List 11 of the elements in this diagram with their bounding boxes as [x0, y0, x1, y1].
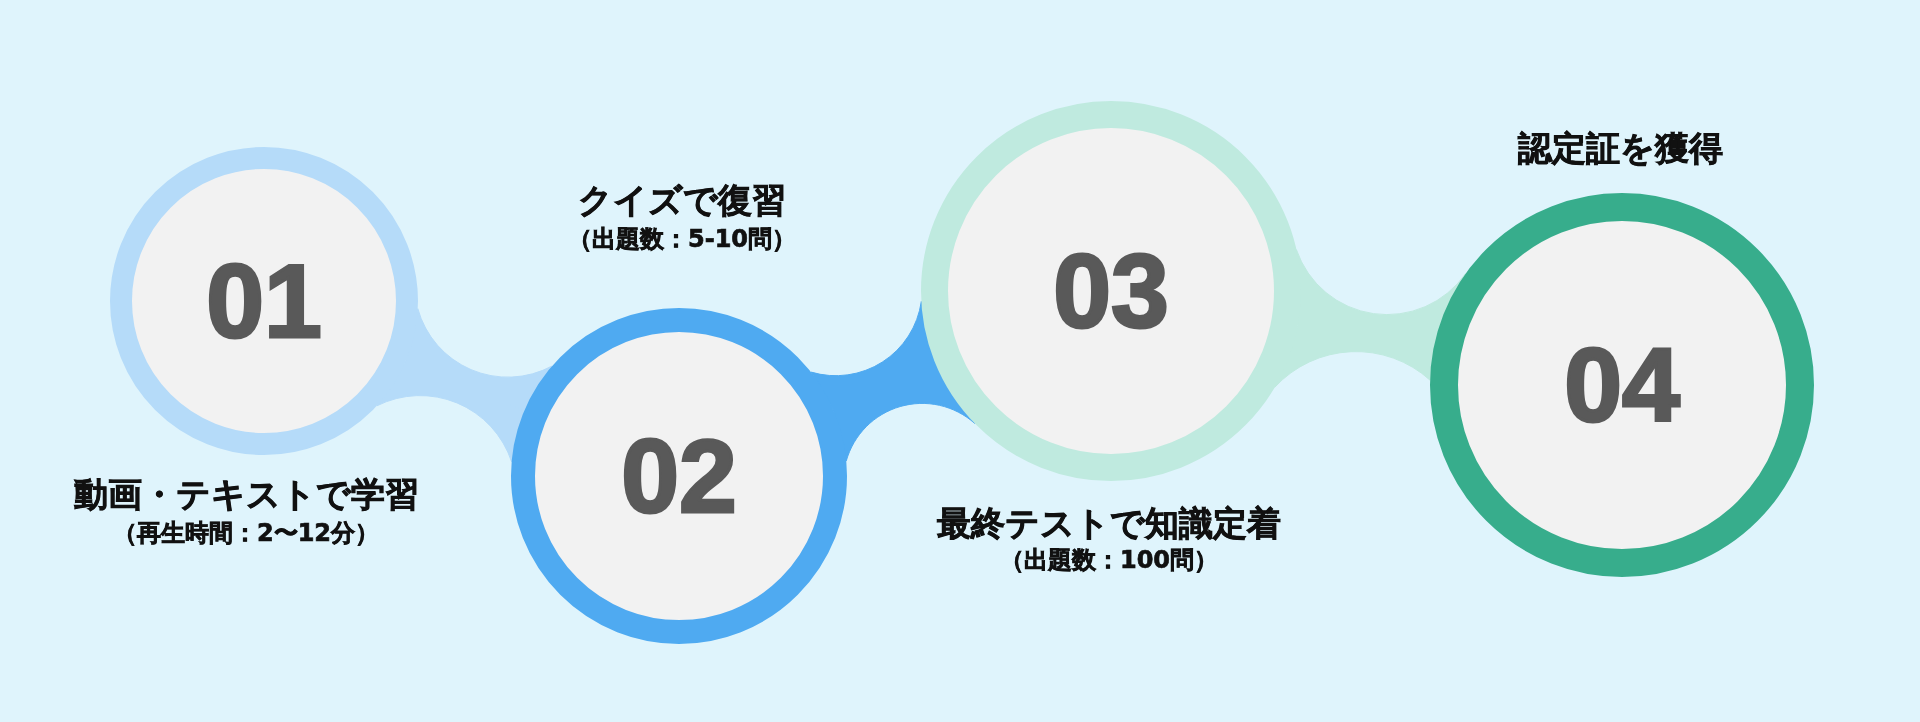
step-title: 動画・テキストで学習	[73, 475, 419, 515]
step-detail: （出題数：100問）	[999, 547, 1219, 575]
step-number: 02	[621, 424, 737, 528]
step-number: 04	[1564, 333, 1680, 437]
step-detail: （出題数：5-10問）	[567, 226, 797, 254]
step-title: 認定証を獲得	[1517, 129, 1723, 169]
step-detail: （再生時間：2〜12分）	[112, 520, 380, 548]
step-title: クイズで復習	[578, 181, 786, 221]
step-title: 最終テストで知識定着	[937, 504, 1281, 544]
step-number: 03	[1053, 239, 1169, 343]
step-number: 01	[206, 249, 322, 353]
